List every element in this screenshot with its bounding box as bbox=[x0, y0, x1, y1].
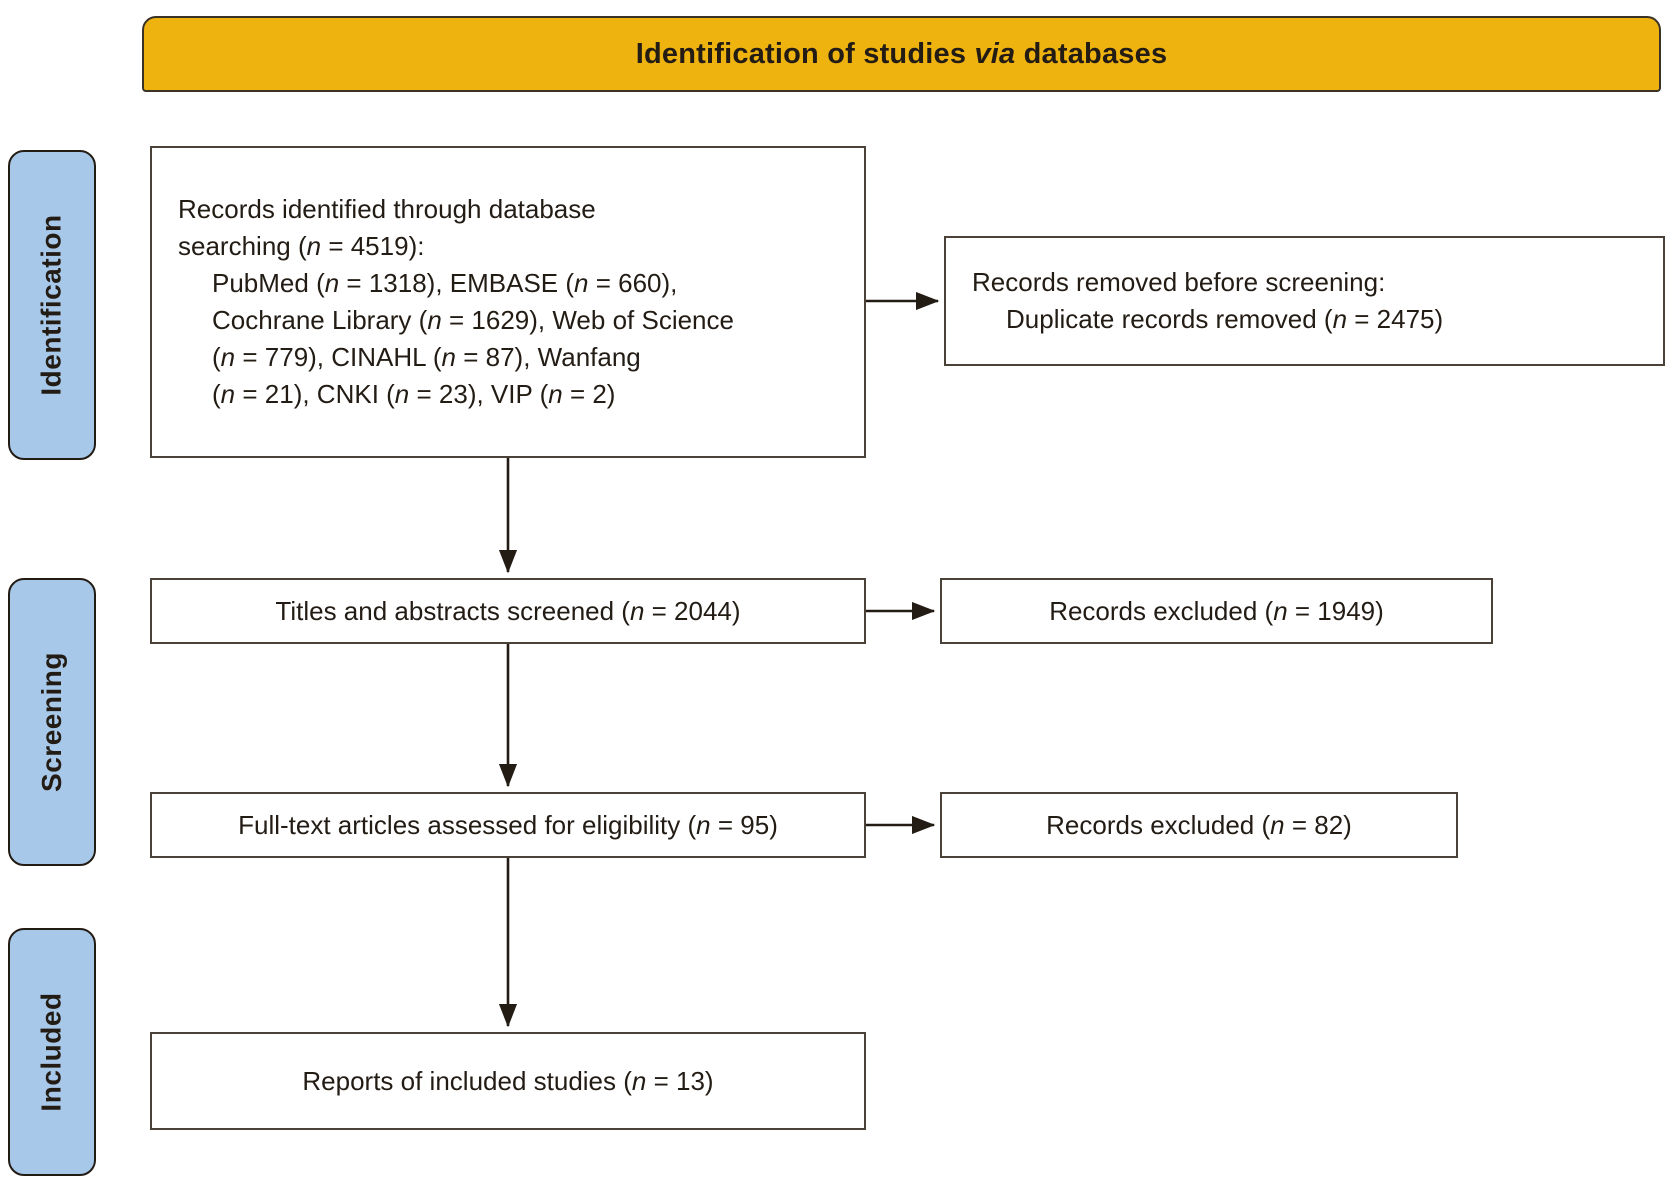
header-title-part-1: Identification of studies bbox=[635, 37, 975, 70]
records-identified-line-3: PubMed (n = 1318), EMBASE (n = 660), bbox=[212, 268, 678, 299]
box-records-excluded-fulltext-text: Records excluded (n = 82) bbox=[1046, 809, 1352, 840]
records-identified-line-5: (n = 779), CINAHL (n = 87), Wanfang bbox=[212, 341, 641, 372]
box-records-removed-text: Records removed before screening: Duplic… bbox=[946, 264, 1663, 338]
box-titles-abstracts-screened-text: Titles and abstracts screened (n = 2044) bbox=[275, 595, 741, 626]
box-records-excluded-screening-text: Records excluded (n = 1949) bbox=[1049, 595, 1384, 626]
box-reports-included: Reports of included studies (n = 13) bbox=[150, 1032, 866, 1130]
records-identified-line-2-italic-n: n bbox=[306, 231, 322, 262]
box-records-excluded-screening: Records excluded (n = 1949) bbox=[940, 578, 1493, 644]
box-records-removed: Records removed before screening: Duplic… bbox=[944, 236, 1665, 366]
box-reports-included-text: Reports of included studies (n = 13) bbox=[302, 1065, 714, 1096]
records-removed-line-1: Records removed before screening: bbox=[972, 267, 1386, 298]
records-removed-line-2: Duplicate records removed (n = 2475) bbox=[1006, 304, 1444, 334]
page-title: Identification of studies via databases bbox=[636, 38, 1168, 71]
box-records-identified-text: Records identified through database sear… bbox=[152, 191, 864, 412]
stage-tab-screening: Screening bbox=[8, 578, 96, 866]
stage-tab-screening-label: Screening bbox=[36, 652, 68, 792]
header-banner: Identification of studies via databases bbox=[142, 16, 1661, 92]
records-identified-line-4: Cochrane Library (n = 1629), Web of Scie… bbox=[212, 305, 734, 335]
box-fulltext-assessed-text: Full-text articles assessed for eligibil… bbox=[238, 809, 778, 840]
records-identified-line-6: (n = 21), CNKI (n = 23), VIP (n = 2) bbox=[212, 378, 616, 409]
records-identified-line-1: Records identified through database bbox=[178, 194, 596, 225]
records-identified-line-2-pre: searching ( bbox=[178, 231, 307, 262]
box-fulltext-assessed: Full-text articles assessed for eligibil… bbox=[150, 792, 866, 858]
header-title-part-2: databases bbox=[1015, 37, 1168, 70]
records-identified-line-2-post: = 4519): bbox=[321, 231, 425, 262]
box-titles-abstracts-screened: Titles and abstracts screened (n = 2044) bbox=[150, 578, 866, 644]
stage-tab-included-label: Included bbox=[36, 992, 67, 1112]
box-records-identified: Records identified through database sear… bbox=[150, 146, 866, 458]
stage-tab-identification: Identification bbox=[8, 150, 96, 460]
header-title-italic: via bbox=[974, 37, 1016, 70]
stage-tab-included: Included bbox=[8, 928, 96, 1176]
stage-tab-identification-label: Identification bbox=[36, 214, 68, 396]
box-records-excluded-fulltext: Records excluded (n = 82) bbox=[940, 792, 1458, 858]
